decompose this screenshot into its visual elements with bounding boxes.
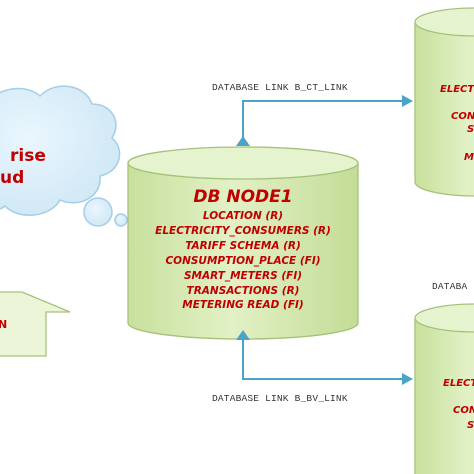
center-node-table-consumption-place: CONSUMPTION_PLACE (FI) (165, 255, 321, 267)
right-top-text-3: S (467, 124, 474, 135)
top-link-label: DATABASE LINK B_CT_LINK (212, 82, 348, 93)
cloud-text-line2: ud (0, 168, 25, 188)
left-box-text: N (0, 318, 8, 331)
bottom-link-label: DATABASE LINK B_BV_LINK (212, 393, 348, 404)
cloud-text-line1: rise (10, 146, 46, 166)
left-callout-box (0, 291, 71, 357)
right-top-db-cylinder (414, 7, 474, 197)
right-bottom-text-1: ELECT (443, 378, 474, 389)
center-node-title: DB NODE1 (193, 187, 293, 207)
top-link-arrow (236, 95, 413, 146)
center-node-table-location: LOCATION (R) (202, 210, 284, 222)
cloud-bubble-large (83, 197, 113, 227)
center-node-table-smart-meters: SMART_METERS (FI) (183, 270, 303, 282)
right-top-text-4: ME (464, 152, 474, 163)
right-bottom-text-3: S (467, 420, 474, 431)
right-top-text-2: CONS (451, 111, 474, 122)
right-bottom-text-2: CONS (453, 405, 474, 416)
bottom-link-arrow (236, 330, 413, 385)
center-db-cylinder (127, 146, 359, 340)
cloud-shape (0, 85, 128, 227)
center-node-table-tariff: TARIFF SCHEMA (R) (185, 240, 301, 252)
center-node-table-transactions: TRANSACTIONS (R) (186, 285, 300, 297)
center-node-table-consumers: ELECTRICITY_CONSUMERS (R) (155, 225, 331, 237)
center-node-table-metering-read: METERING READ (FI) (182, 299, 304, 311)
right-bottom-db-cylinder (414, 303, 474, 474)
right-top-text-1: ELECTRI (440, 84, 474, 95)
right-cut-link-label: DATABA (432, 281, 468, 292)
cloud-bubble-small (114, 213, 128, 227)
